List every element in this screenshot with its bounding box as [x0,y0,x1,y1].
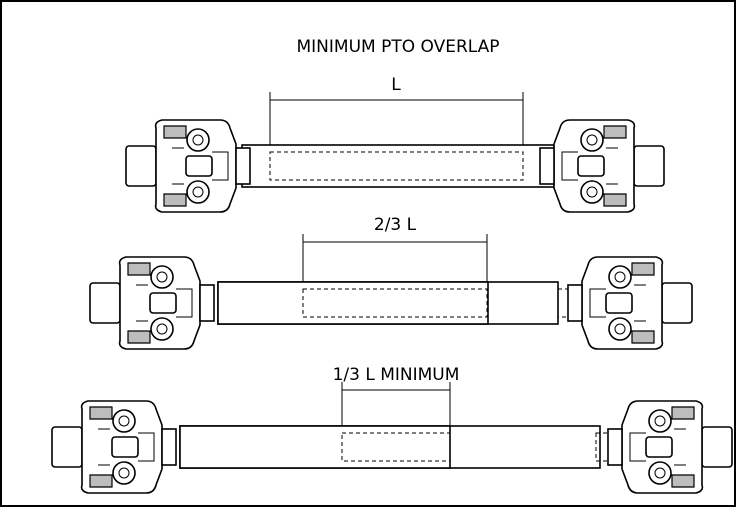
overlap-label-one-third: 1/3 L MINIMUM [333,365,460,385]
shaft-full-overlap: L [125,75,665,213]
page-title: MINIMUM PTO OVERLAP [296,37,499,57]
overlap-label-two-thirds: 2/3 L [374,215,417,235]
overlap-label-l: L [391,75,401,95]
shaft-two-thirds-overlap: 2/3 L [89,215,693,350]
shaft-one-third-overlap: 1/3 L MINIMUM [51,365,733,494]
